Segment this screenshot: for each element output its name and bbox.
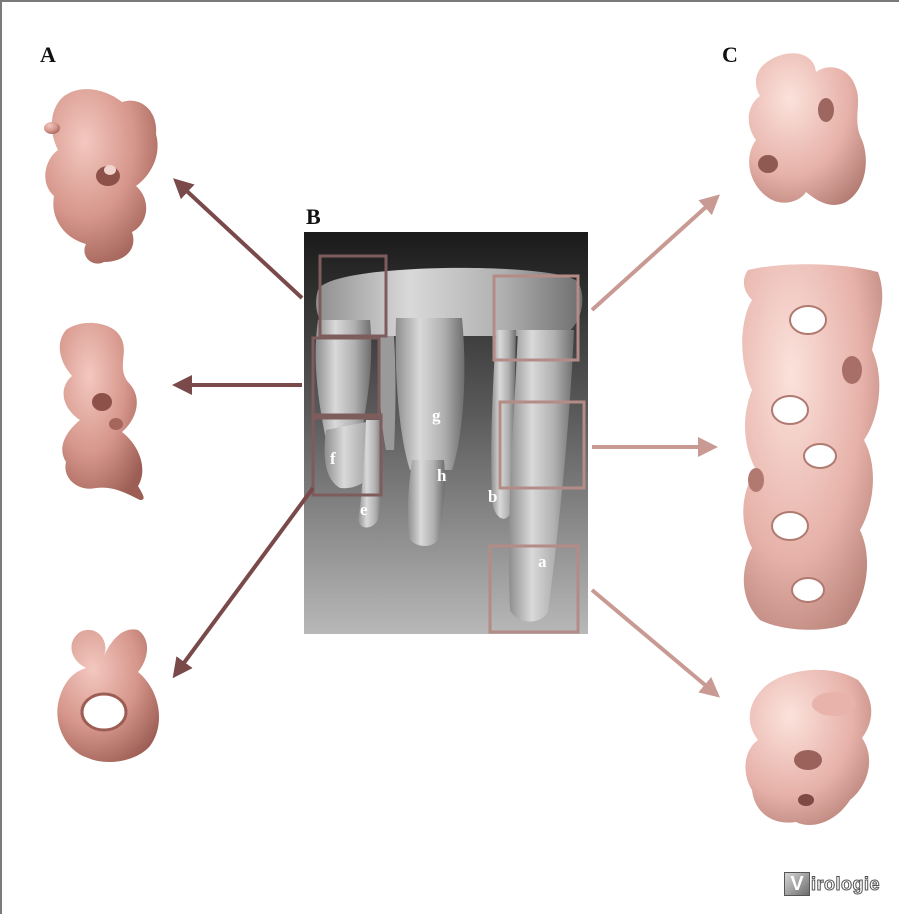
logo-mark: V	[784, 872, 810, 896]
model-a-middle	[60, 323, 144, 500]
density-hole	[794, 750, 822, 770]
density-hole	[109, 418, 123, 430]
density-helix-hole	[792, 578, 824, 602]
segment-label-g: g	[432, 406, 441, 425]
segment-label-f: f	[330, 449, 336, 468]
arrows-left	[175, 181, 313, 675]
arrow-to-c-top	[592, 197, 717, 310]
density-model	[60, 323, 144, 500]
logo-text: irologie	[811, 874, 880, 895]
central-map-panel: a b e f g h	[304, 232, 588, 634]
density-blob	[44, 122, 60, 134]
arrow-to-a-bottom	[175, 488, 313, 675]
segment-label-e: e	[360, 500, 368, 519]
density-model	[749, 53, 866, 205]
density-hole	[758, 155, 778, 173]
segment-label-a: a	[538, 552, 547, 571]
arrow-to-c-bottom	[592, 590, 717, 695]
density-helix-hole	[790, 306, 826, 334]
model-c-middle	[742, 264, 882, 630]
density-helix-hole	[804, 444, 836, 468]
model-a-top	[44, 89, 158, 264]
density-highlight	[104, 165, 116, 175]
density-shadow	[748, 468, 764, 492]
density-hole	[798, 794, 814, 806]
model-c-bottom	[745, 670, 871, 825]
density-rod-g	[396, 318, 465, 470]
segment-label-h: h	[437, 466, 447, 485]
arrow-to-a-top	[176, 181, 302, 298]
model-a-bottom	[57, 629, 159, 762]
density-shadow	[842, 356, 862, 384]
density-helix-hole	[772, 396, 808, 424]
density-hole	[818, 98, 834, 122]
segment-label-b: b	[488, 487, 497, 506]
density-bulge	[812, 692, 856, 716]
model-c-top	[749, 53, 866, 205]
density-helix-hole	[772, 512, 808, 540]
density-hole	[92, 393, 112, 411]
virologie-logo: V irologie	[784, 872, 880, 896]
arrows-right	[592, 197, 717, 695]
